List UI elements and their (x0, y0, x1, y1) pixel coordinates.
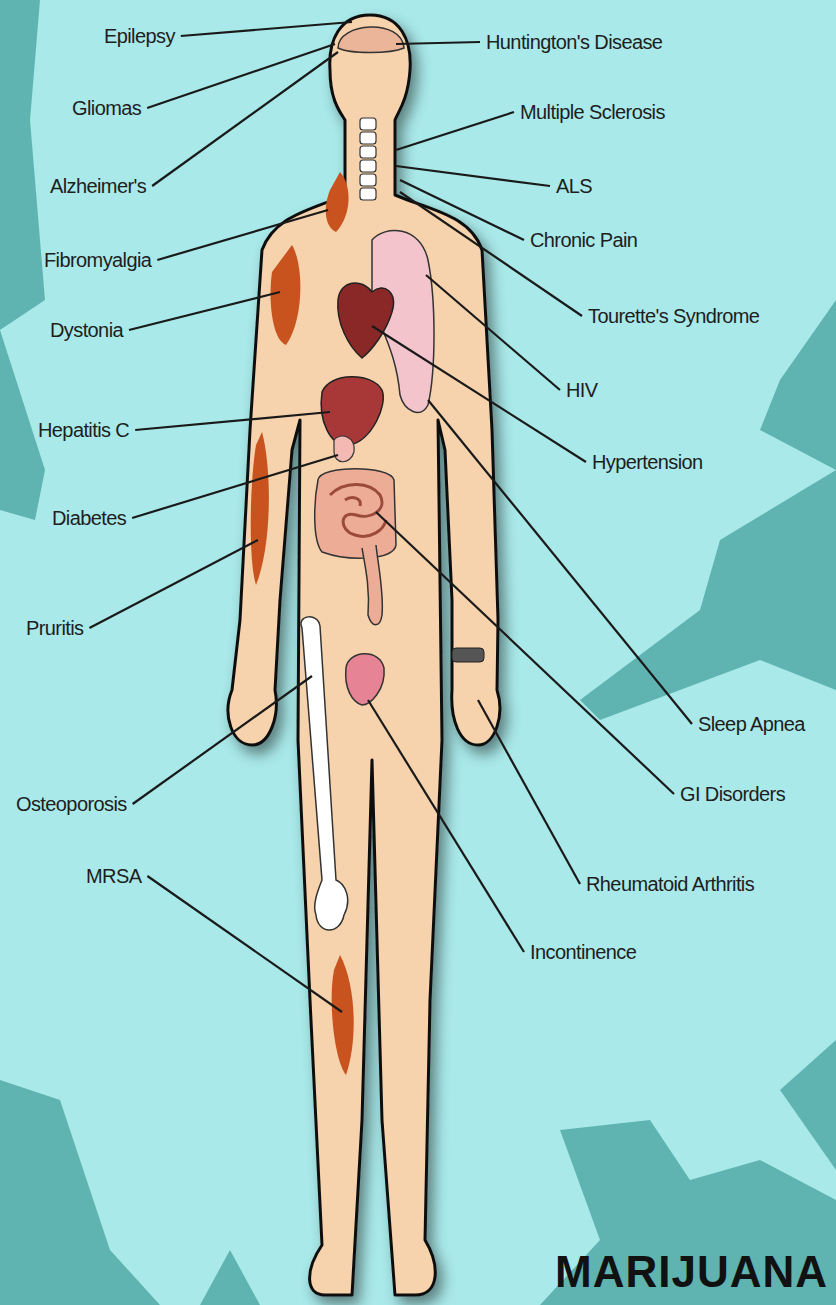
leader-line (368, 700, 524, 952)
leader-line (147, 44, 335, 108)
liver (321, 377, 383, 445)
leader-line (400, 192, 582, 316)
colon (362, 545, 382, 625)
leader-line (428, 400, 692, 724)
leader-line (376, 512, 674, 794)
condition-label: Incontinence (530, 940, 636, 964)
condition-label: ALS (556, 174, 592, 198)
leader-line (400, 180, 524, 240)
intestines (315, 469, 396, 558)
gallbladder (334, 436, 354, 462)
leader-line (396, 166, 550, 186)
leader-line (135, 412, 330, 430)
heart (338, 283, 394, 358)
condition-label: Multiple Sclerosis (520, 100, 665, 124)
brain (338, 27, 404, 53)
condition-label: Rheumatoid Arthritis (586, 872, 754, 896)
body-outline (228, 15, 500, 1295)
leader-line (478, 700, 580, 884)
vertebrae (360, 118, 376, 200)
leader-line (396, 112, 514, 150)
leader-line (132, 455, 338, 518)
leader-line (157, 210, 328, 260)
leader-line (152, 52, 338, 186)
condition-label: HIV (566, 378, 598, 402)
leader-line (133, 676, 312, 804)
condition-label: Hepatitis C (38, 418, 129, 442)
leader-line (89, 540, 258, 628)
condition-label: Epilepsy (104, 24, 175, 48)
condition-label: Huntington's Disease (486, 30, 662, 54)
bladder (346, 654, 384, 705)
condition-label: Gliomas (72, 96, 141, 120)
leader-line (396, 42, 480, 44)
condition-label: Hypertension (592, 450, 703, 474)
condition-label: Alzheimer's (50, 174, 146, 198)
condition-label: Tourette's Syndrome (588, 304, 759, 328)
condition-label: Fibromyalgia (44, 248, 151, 272)
condition-label: Dystonia (50, 318, 123, 342)
leader-line (147, 876, 342, 1012)
condition-label: MRSA (86, 864, 141, 888)
brand-watermark: MARIJUANA (555, 1248, 828, 1296)
condition-label: Chronic Pain (530, 228, 637, 252)
condition-label: Osteoporosis (16, 792, 127, 816)
condition-label: Sleep Apnea (698, 712, 805, 736)
condition-label: GI Disorders (680, 782, 785, 806)
leader-line (372, 326, 586, 462)
condition-label: Diabetes (52, 506, 126, 530)
intestine-coils (330, 484, 386, 536)
leader-line (181, 22, 352, 36)
femur (301, 617, 348, 930)
wrist-detail (452, 648, 484, 662)
leader-line (129, 292, 280, 330)
condition-label: Pruritis (26, 616, 83, 640)
